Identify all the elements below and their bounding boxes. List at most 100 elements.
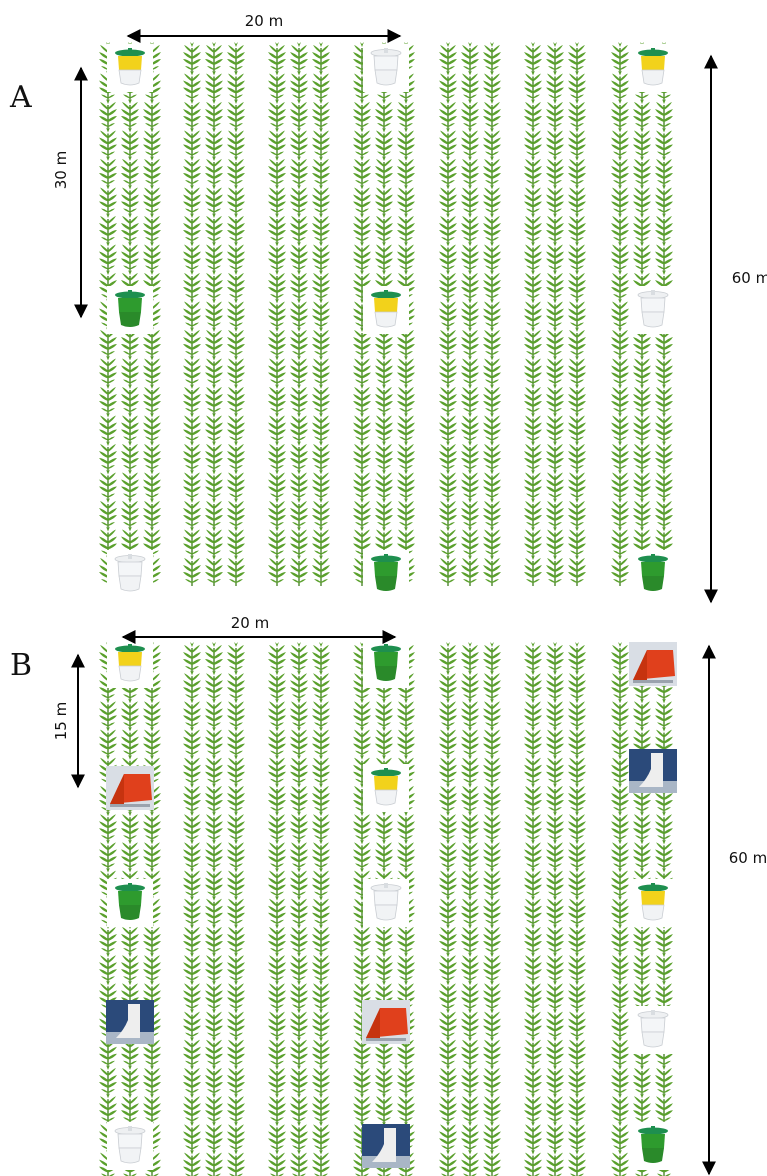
plant-icon (311, 838, 331, 872)
plant-icon (545, 269, 565, 302)
plant-icon (523, 866, 543, 900)
yellow-bucket-trap-icon (362, 285, 410, 335)
yellow-bucket-trap-icon (106, 43, 154, 93)
plant-icon (120, 240, 140, 274)
white-bucket-trap-icon (362, 43, 410, 93)
plant-icon (182, 240, 202, 274)
plant-icon (352, 951, 372, 984)
plant-icon (289, 468, 309, 502)
plant-icon (374, 838, 394, 872)
plant-icon (654, 155, 674, 188)
plant-icon (311, 212, 331, 245)
plant-icon (567, 468, 587, 502)
plant-icon (545, 240, 565, 274)
plant-icon (98, 725, 118, 759)
plant-icon (545, 1036, 565, 1069)
plant-icon (545, 725, 565, 759)
plant-icon (567, 669, 587, 702)
plant-icon (142, 383, 162, 416)
plant-icon (374, 98, 394, 131)
plant-icon (567, 1120, 587, 1154)
plant-icon (523, 725, 543, 759)
plant-icon (311, 126, 331, 160)
plant-icon (120, 697, 140, 731)
plant-icon (610, 810, 630, 843)
plant-icon (523, 126, 543, 160)
plant-icon (438, 98, 458, 131)
plant-icon (567, 641, 587, 674)
plant-icon (182, 951, 202, 984)
plant-icon (482, 155, 502, 188)
plant-icon (142, 697, 162, 731)
plant-icon (289, 297, 309, 331)
plant-icon (523, 641, 543, 674)
plant-icon (567, 525, 587, 559)
plant-icon (289, 269, 309, 302)
plant-icon (182, 297, 202, 331)
plant-icon (289, 838, 309, 872)
plant-icon (204, 269, 224, 302)
plant-icon (460, 240, 480, 274)
plant-icon (654, 354, 674, 388)
plant-icon (482, 782, 502, 815)
plant-icon (98, 126, 118, 160)
plant-icon (182, 895, 202, 928)
plant-icon (352, 183, 372, 217)
plant-icon (523, 979, 543, 1013)
plant-icon (438, 669, 458, 702)
plant-icon (523, 240, 543, 274)
plant-icon (438, 979, 458, 1013)
plant-icon (182, 754, 202, 787)
sticky-card-trap-icon (629, 749, 677, 793)
plant-icon (311, 554, 331, 587)
plant-icon (120, 497, 140, 530)
plant-icon (182, 866, 202, 900)
plant-icon (204, 326, 224, 359)
plant-icon (654, 923, 674, 956)
plant-icon (460, 326, 480, 359)
plant-icon (226, 269, 246, 302)
plant-icon (523, 468, 543, 502)
plant-icon (460, 1064, 480, 1097)
plant-icon (610, 212, 630, 245)
plant-icon (460, 641, 480, 674)
yellow-bucket-trap-icon (106, 639, 154, 689)
plant-icon (654, 440, 674, 473)
yellow-bucket-trap-icon (629, 43, 677, 93)
plant-icon (267, 754, 287, 787)
green-bucket-trap-icon (107, 286, 153, 334)
plant-icon (226, 41, 246, 74)
plant-icon (460, 411, 480, 445)
plant-icon (98, 497, 118, 530)
plant-icon (545, 754, 565, 787)
plant-icon (396, 183, 416, 217)
green-bucket-trap-icon (630, 1122, 676, 1170)
plant-icon (610, 1064, 630, 1097)
plant-icon (482, 641, 502, 674)
plant-icon (460, 810, 480, 843)
plant-icon (142, 98, 162, 131)
plant-icon (523, 554, 543, 587)
plant-icon (182, 1092, 202, 1125)
plant-icon (438, 525, 458, 559)
plant-icon (567, 269, 587, 302)
plant-icon (610, 1007, 630, 1041)
plant-icon (142, 155, 162, 188)
plant-icon (311, 269, 331, 302)
plant-icon (374, 354, 394, 388)
plant-icon (352, 411, 372, 445)
plant-icon (482, 69, 502, 103)
plant-icon (523, 326, 543, 359)
plant-icon (182, 923, 202, 956)
plant-icon (226, 951, 246, 984)
plant-icon (289, 183, 309, 217)
plant-icon (460, 525, 480, 559)
plant-icon (523, 754, 543, 787)
plant-icon (545, 554, 565, 587)
plant-icon (120, 468, 140, 502)
plant-icon (523, 297, 543, 331)
plant-icon (289, 979, 309, 1013)
plant-icon (204, 240, 224, 274)
plant-icon (374, 212, 394, 245)
plant-icon (289, 951, 309, 984)
